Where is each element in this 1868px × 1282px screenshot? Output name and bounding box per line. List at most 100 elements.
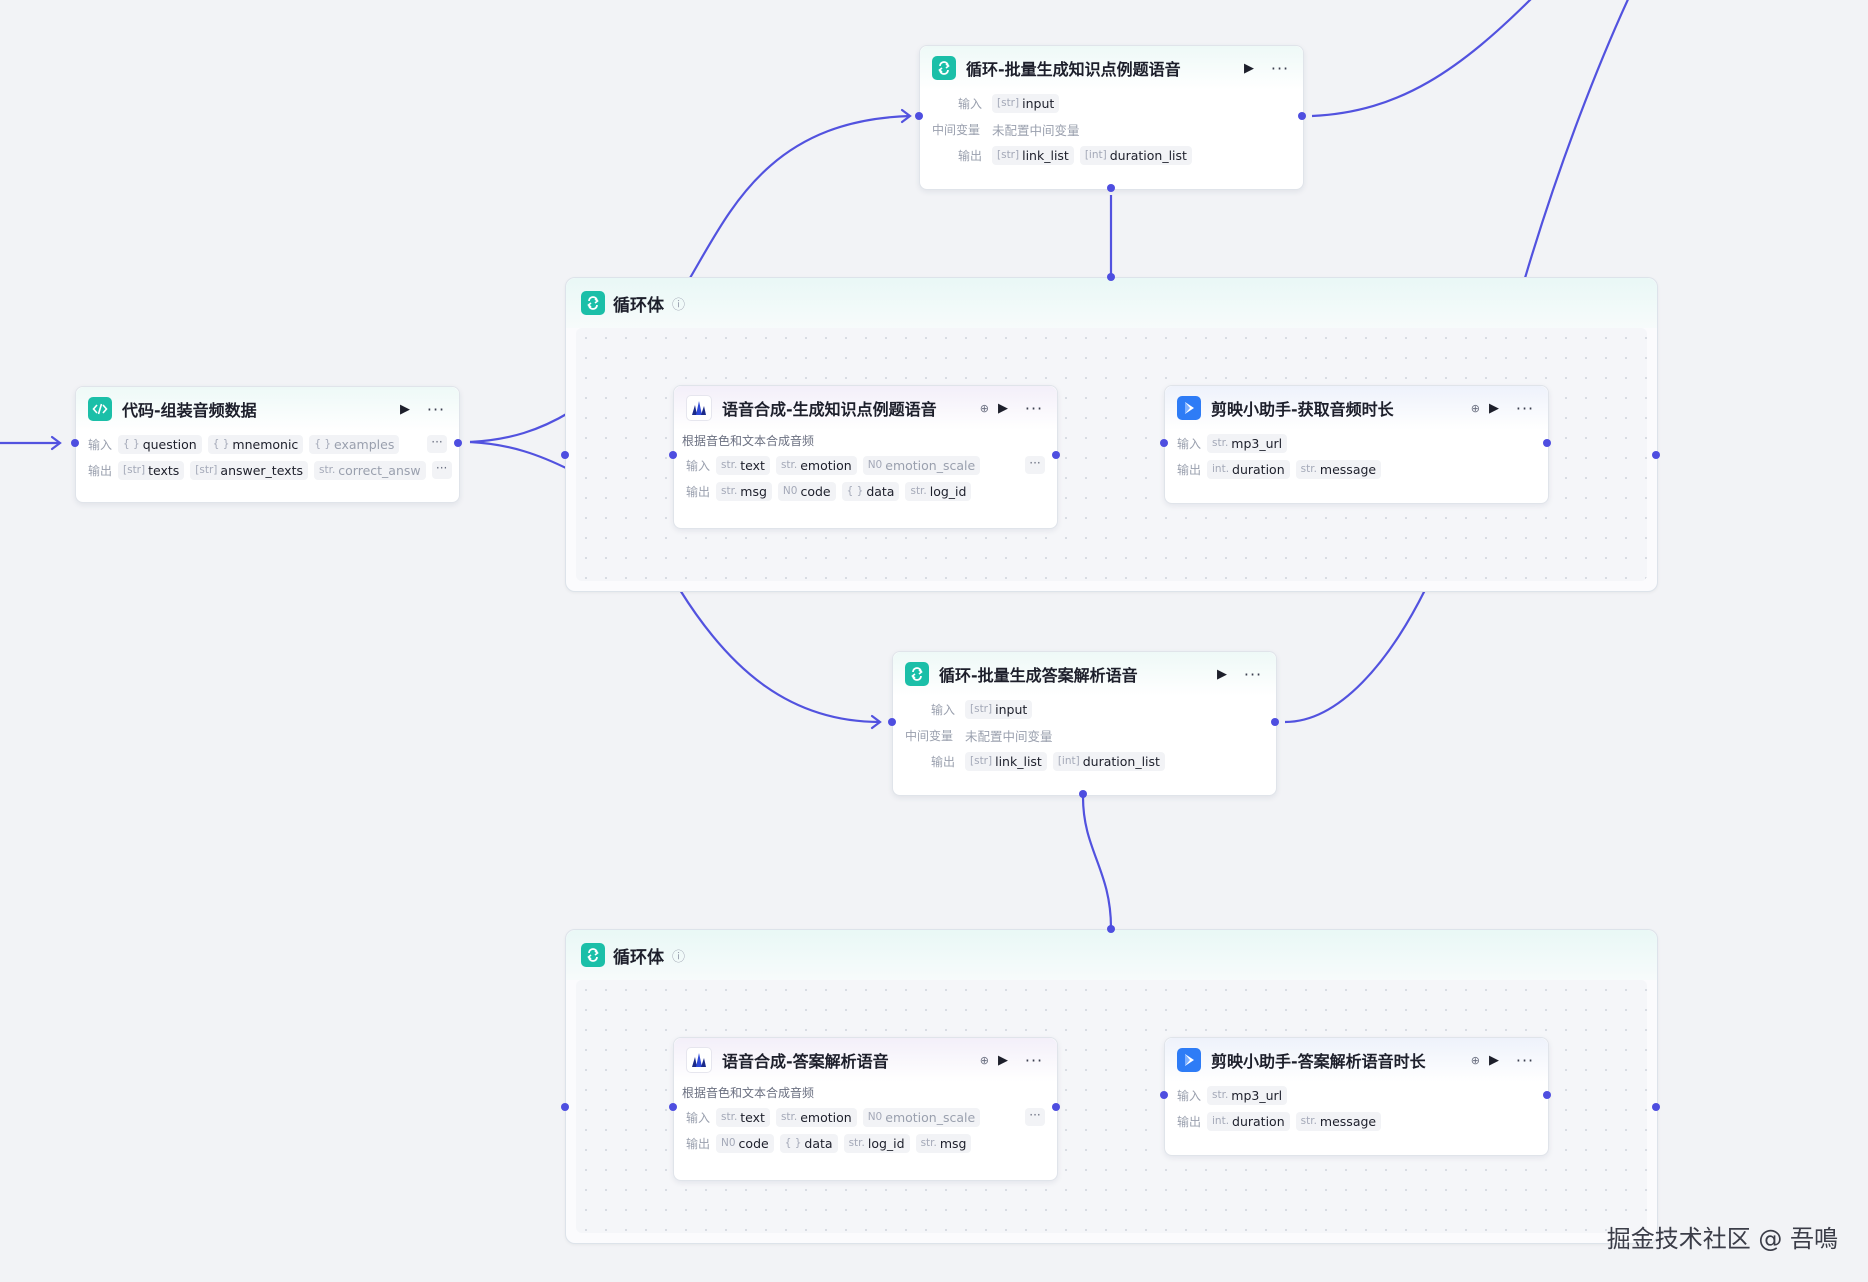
plugin-badge-icon: ⊕ bbox=[979, 401, 989, 415]
port-group-top-in[interactable] bbox=[561, 451, 569, 459]
output-row: 输出 [str]link_list [int]duration_list bbox=[920, 142, 1303, 168]
param-tag: [str]input bbox=[992, 93, 1060, 113]
port-group-bottom-top[interactable] bbox=[1107, 925, 1115, 933]
input-row: 输入 [str]input bbox=[920, 90, 1303, 116]
output-label: 输出 bbox=[957, 148, 982, 163]
port-jy1-in[interactable] bbox=[1160, 439, 1168, 447]
output-label: 输出 bbox=[88, 463, 113, 478]
port-code-in[interactable] bbox=[71, 439, 79, 447]
code-node[interactable]: 代码-组装音频数据 ▶ ··· 输入 { }question { }mnemon… bbox=[75, 386, 460, 503]
expand-inputs-button[interactable]: ··· bbox=[1025, 456, 1045, 474]
tts-node-2[interactable]: 语音合成-答案解析语音 ⊕ ▶ ··· 根据音色和文本合成音频 输入 str.t… bbox=[673, 1037, 1058, 1181]
run-button[interactable]: ▶ bbox=[1217, 666, 1227, 682]
more-button[interactable]: ··· bbox=[1270, 58, 1290, 78]
variable-label: 中间变量 bbox=[905, 728, 954, 743]
plugin-badge-icon: ⊕ bbox=[1470, 1053, 1480, 1067]
port-code-out[interactable] bbox=[454, 439, 462, 447]
variable-label: 中间变量 bbox=[932, 122, 981, 137]
param-tag: int.duration bbox=[1207, 459, 1290, 479]
param-tag: str.log_id bbox=[905, 481, 972, 501]
group-header: 循环体 ⓘ bbox=[566, 278, 1657, 328]
param-tag: { }data bbox=[779, 1133, 838, 1153]
node-description: 根据音色和文本合成音频 bbox=[682, 1086, 815, 1100]
output-label: 输出 bbox=[1177, 462, 1202, 477]
port-tts1-in[interactable] bbox=[669, 451, 677, 459]
port-group-top-top[interactable] bbox=[1107, 273, 1115, 281]
port-loop-mid-bottom[interactable] bbox=[1079, 790, 1087, 798]
more-button[interactable]: ··· bbox=[1515, 398, 1535, 418]
wire-code-to-group-top-2 bbox=[469, 440, 571, 471]
node-header: 语音合成-生成知识点例题语音 ⊕ ▶ ··· bbox=[674, 386, 1057, 430]
param-tag: [str]texts bbox=[118, 460, 185, 480]
node-header: 循环-批量生成答案解析语音 ▶ ··· bbox=[893, 652, 1276, 696]
expand-inputs-button[interactable]: ··· bbox=[1025, 1108, 1045, 1126]
port-tts2-out[interactable] bbox=[1052, 1103, 1060, 1111]
port-loop-top-bottom[interactable] bbox=[1107, 184, 1115, 192]
output-row: 输出 [str]texts [str]answer_texts str.corr… bbox=[76, 457, 459, 483]
port-loop-mid-in[interactable] bbox=[888, 718, 896, 726]
run-button[interactable]: ▶ bbox=[1489, 400, 1499, 416]
loop-node-top[interactable]: 循环-批量生成知识点例题语音 ▶ ··· 输入 [str]input 中间变量 … bbox=[919, 45, 1304, 190]
node-title: 代码-组装音频数据 bbox=[122, 401, 257, 420]
more-button[interactable]: ··· bbox=[1024, 1050, 1044, 1070]
param-tag: [int]duration_list bbox=[1052, 751, 1165, 771]
jianying-plugin-icon bbox=[1177, 1048, 1201, 1072]
param-tag: [int]duration_list bbox=[1079, 145, 1192, 165]
plugin-badge-icon: ⊕ bbox=[979, 1053, 989, 1067]
node-title: 语音合成-生成知识点例题语音 bbox=[722, 400, 937, 419]
group-title: 循环体 bbox=[613, 947, 664, 968]
param-tag: [str]link_list bbox=[992, 145, 1074, 165]
more-button[interactable]: ··· bbox=[1243, 664, 1263, 684]
param-tag: str.text bbox=[716, 455, 770, 475]
port-jy2-out[interactable] bbox=[1543, 1091, 1551, 1099]
wire-loop-mid-out bbox=[1284, 589, 1426, 724]
more-button[interactable]: ··· bbox=[1515, 1050, 1535, 1070]
more-button[interactable]: ··· bbox=[1024, 398, 1044, 418]
run-button[interactable]: ▶ bbox=[400, 401, 410, 417]
port-group-bottom-out[interactable] bbox=[1652, 1103, 1660, 1111]
output-row: 输出 int.duration str.message bbox=[1165, 456, 1548, 482]
input-row: 输入 str.mp3_url bbox=[1165, 1082, 1548, 1108]
run-button[interactable]: ▶ bbox=[1244, 60, 1254, 76]
run-button[interactable]: ▶ bbox=[998, 400, 1008, 416]
tts-node-1[interactable]: 语音合成-生成知识点例题语音 ⊕ ▶ ··· 根据音色和文本合成音频 输入 st… bbox=[673, 385, 1058, 529]
node-title: 剪映小助手-获取音频时长 bbox=[1211, 400, 1394, 419]
port-tts2-in[interactable] bbox=[669, 1103, 677, 1111]
port-loop-top-out[interactable] bbox=[1298, 112, 1306, 120]
port-loop-mid-out[interactable] bbox=[1271, 718, 1279, 726]
param-tag: int.duration bbox=[1207, 1111, 1290, 1131]
node-title: 循环-批量生成知识点例题语音 bbox=[966, 60, 1181, 79]
node-header: 代码-组装音频数据 ▶ ··· bbox=[76, 387, 459, 431]
port-loop-top-in[interactable] bbox=[915, 112, 923, 120]
wire-loop-top-out bbox=[1311, 0, 1532, 118]
jianying-node-1[interactable]: 剪映小助手-获取音频时长 ⊕ ▶ ··· 输入 str.mp3_url 输出 i… bbox=[1164, 385, 1549, 504]
loop-node-mid[interactable]: 循环-批量生成答案解析语音 ▶ ··· 输入 [str]input 中间变量 未… bbox=[892, 651, 1277, 796]
run-button[interactable]: ▶ bbox=[1489, 1052, 1499, 1068]
node-header: 剪映小助手-答案解析语音时长 ⊕ ▶ ··· bbox=[1165, 1038, 1548, 1082]
param-tag: str.emotion bbox=[775, 455, 857, 475]
loop-icon bbox=[932, 56, 956, 80]
param-tag: str.text bbox=[716, 1107, 770, 1127]
expand-outputs-button[interactable]: ··· bbox=[431, 461, 452, 479]
variable-row: 中间变量 未配置中间变量 bbox=[893, 722, 1276, 748]
input-label: 输入 bbox=[957, 96, 982, 111]
info-icon[interactable]: ⓘ bbox=[672, 949, 686, 965]
port-jy2-in[interactable] bbox=[1160, 1091, 1168, 1099]
port-group-top-out[interactable] bbox=[1652, 451, 1660, 459]
port-group-bottom-in[interactable] bbox=[561, 1103, 569, 1111]
expand-inputs-button[interactable]: ··· bbox=[427, 435, 447, 453]
more-button[interactable]: ··· bbox=[426, 399, 446, 419]
param-tag: { }mnemonic bbox=[207, 434, 304, 454]
output-label: 输出 bbox=[1177, 1114, 1202, 1129]
param-tag: { }examples bbox=[309, 434, 400, 454]
port-jy1-out[interactable] bbox=[1543, 439, 1551, 447]
info-icon[interactable]: ⓘ bbox=[672, 297, 686, 313]
port-tts1-out[interactable] bbox=[1052, 451, 1060, 459]
run-button[interactable]: ▶ bbox=[998, 1052, 1008, 1068]
jianying-node-2[interactable]: 剪映小助手-答案解析语音时长 ⊕ ▶ ··· 输入 str.mp3_url 输出… bbox=[1164, 1037, 1549, 1156]
